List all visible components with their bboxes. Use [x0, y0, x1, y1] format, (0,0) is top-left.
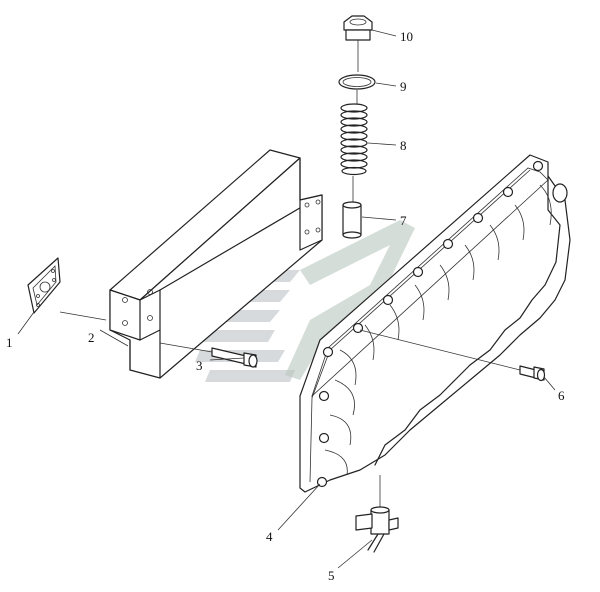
callout-2: 2	[88, 330, 95, 345]
callout-1: 1	[6, 335, 13, 350]
callout-5: 5	[328, 568, 335, 583]
callout-7: 7	[400, 213, 407, 228]
callout-10: 10	[400, 29, 413, 44]
part-1-gasket	[27, 257, 61, 314]
callout-labels: 1 2 3 4 5 6 7 8 9 10	[6, 29, 565, 583]
callout-8: 8	[400, 138, 407, 153]
part-8-spring	[340, 103, 368, 202]
callout-9: 9	[400, 79, 407, 94]
part-4-oil-pan	[299, 154, 571, 493]
part-10-plug	[343, 15, 373, 72]
part-6-bolt	[359, 329, 546, 382]
callout-4: 4	[266, 529, 273, 544]
flange-bolt-holes	[316, 160, 544, 488]
part-9-o-ring	[338, 74, 376, 104]
callout-3: 3	[196, 358, 203, 373]
part-5-drain-valve	[355, 475, 399, 553]
callout-6: 6	[558, 388, 565, 403]
callout-leaders	[17, 29, 556, 569]
part-2-housing-block	[109, 149, 323, 379]
part-7-plunger	[342, 201, 362, 239]
part-3-bolt	[159, 342, 258, 368]
